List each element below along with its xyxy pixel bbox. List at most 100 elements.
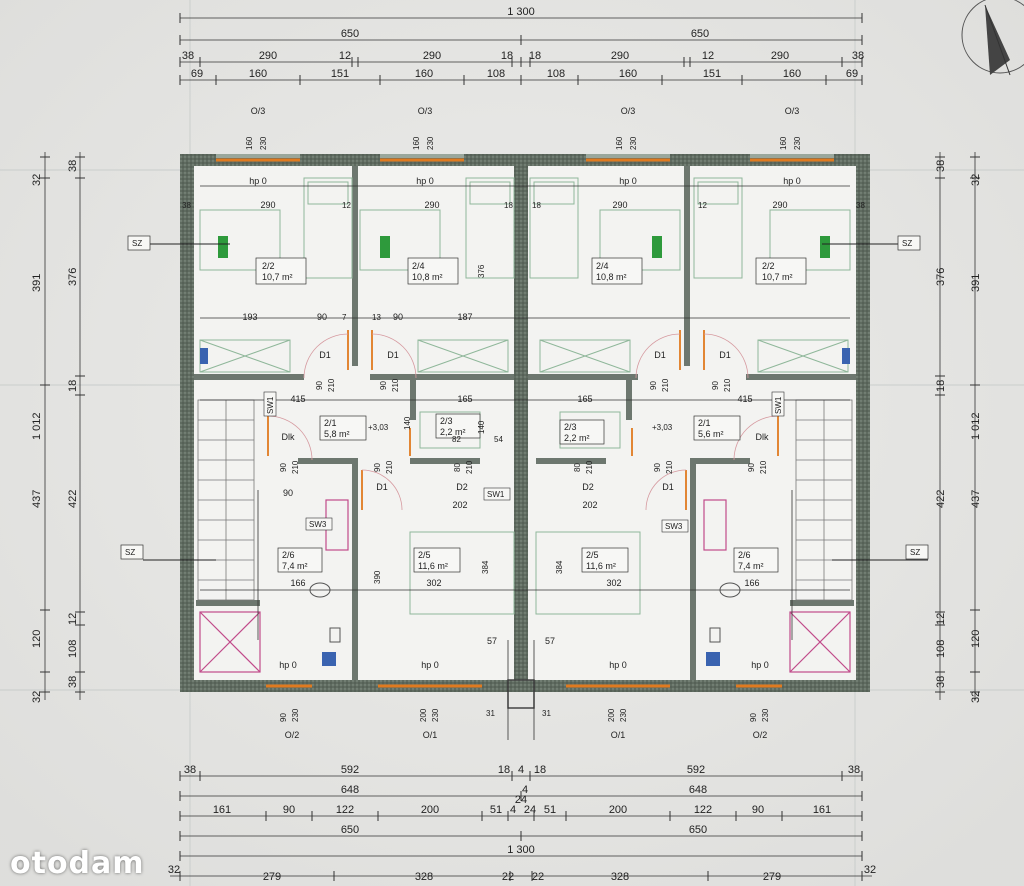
sw-tag: SW1 [774, 396, 783, 414]
dim-bottom: 22 [532, 871, 544, 883]
room-2-1-right: 2/1 5,6 m² [693, 415, 741, 441]
dim-bottom: 18 [534, 764, 546, 776]
dim-interior: 54 [494, 435, 503, 444]
door-height: 90 [373, 463, 382, 472]
window-tag: O/3 [251, 106, 266, 116]
dim-left: 1 012 [31, 412, 43, 440]
interior-annotations: hp 0 hp 0 hp 0 hp 0 hp 0 hp 0 hp 0 hp 0 … [120, 176, 929, 718]
window-dim: 90 [279, 713, 288, 722]
door-label: Dlk [756, 432, 769, 442]
door-height: 90 [747, 463, 756, 472]
dim-half-right: 650 [691, 28, 709, 40]
dim-interior: 302 [426, 578, 441, 588]
room-2-4-left: 2/4 10,8 m² [407, 257, 459, 285]
dim-right: 391 [970, 274, 982, 292]
room-area: 11,6 m² [586, 561, 616, 571]
dim-left: 12 [67, 613, 79, 625]
dim-interior: 12 [342, 201, 351, 210]
door-label: D1 [719, 350, 731, 360]
door-label: D1 [387, 350, 399, 360]
window-dim: 230 [259, 136, 268, 150]
dim-interior: 165 [577, 394, 592, 404]
dim-top: 290 [771, 50, 789, 62]
room-area: 11,6 m² [418, 561, 448, 571]
window-level: hp 0 [783, 176, 801, 186]
room-area: 5,6 m² [698, 429, 724, 439]
dim-right: 32 [970, 174, 982, 186]
door-height: 90 [649, 381, 658, 390]
dim-interior: 384 [481, 560, 490, 574]
door-height: 210 [385, 460, 394, 474]
dim-interior: 165 [457, 394, 472, 404]
door-height: 210 [723, 378, 732, 392]
door-height: 210 [391, 378, 400, 392]
dim-bottom: 592 [341, 764, 359, 776]
dim-bottom: 328 [415, 871, 433, 883]
dim-bottom: 24 [515, 794, 527, 806]
door-heights: 90 210 90 210 90 210 90 210 90 210 90 21… [279, 378, 768, 474]
window-dim: 160 [245, 136, 254, 150]
dim-left: 18 [67, 380, 79, 392]
door-label: D1 [319, 350, 331, 360]
room-id: 2/6 [738, 550, 751, 560]
top-dimensions [179, 13, 863, 85]
dim-interior: 38 [182, 201, 191, 210]
room-area: 10,8 m² [596, 272, 627, 282]
dim-right: 32 [970, 691, 982, 703]
door-height: 90 [315, 381, 324, 390]
window-dim: 90 [749, 713, 758, 722]
dim-total-width: 1 300 [507, 6, 535, 18]
door-height: 210 [585, 460, 594, 474]
dim-right: 1 012 [970, 412, 982, 440]
north-arrow-icon [961, 0, 1024, 76]
dim-interior: 38 [856, 201, 865, 210]
dim-left: 437 [31, 490, 43, 508]
room-id: 2/6 [282, 550, 295, 560]
window-dim: 160 [412, 136, 421, 150]
window-dim: 160 [615, 136, 624, 150]
dim-interior: 290 [260, 200, 275, 210]
dim-left: 391 [31, 274, 43, 292]
window-tag: O/2 [285, 730, 300, 740]
room-id: 2/2 [762, 261, 775, 271]
dim-right: 108 [935, 640, 947, 658]
dim-top: 69 [846, 68, 858, 80]
sw-tag: SW1 [487, 490, 505, 499]
dim-top: 160 [619, 68, 637, 80]
dim-bottom: 38 [848, 764, 860, 776]
room-2-2-left: 2/2 10,7 m² [255, 257, 307, 285]
dim-top: 18 [501, 50, 513, 62]
dim-bottom: 279 [263, 871, 281, 883]
dim-bottom: 51 [490, 804, 502, 816]
stairs-left [197, 399, 255, 601]
dim-right: 38 [935, 160, 947, 172]
window-dim: 200 [607, 708, 616, 722]
left-dimension-labels: 32 391 1 012 437 120 32 38 376 18 422 12… [31, 160, 79, 703]
dim-interior: 90 [317, 312, 327, 322]
dim-bottom: 328 [611, 871, 629, 883]
room-2-3-right: 2/3 2,2 m² [559, 419, 605, 445]
dim-top: 290 [611, 50, 629, 62]
dim-interior: 31 [542, 709, 551, 718]
dim-top: 18 [529, 50, 541, 62]
dim-bottom: 122 [694, 804, 712, 816]
dim-right: 38 [935, 676, 947, 688]
dim-left: 32 [31, 691, 43, 703]
dim-bottom: 4 [518, 764, 524, 776]
right-dimension-labels: 38 376 18 422 108 12 38 32 391 1 012 437… [935, 160, 982, 703]
door-label: D2 [456, 482, 468, 492]
door-height: 90 [711, 381, 720, 390]
window-dim: 230 [619, 708, 628, 722]
room-id: 2/3 [564, 422, 577, 432]
room-area: 10,7 m² [262, 272, 293, 282]
dim-bottom: 32 [864, 864, 876, 876]
dim-interior: 415 [290, 394, 305, 404]
window-level: hp 0 [279, 660, 297, 670]
dim-bottom: 650 [689, 824, 707, 836]
top-dimension-labels: 1 300 650 650 38 290 12 290 18 18 290 12… [182, 6, 864, 80]
dim-right: 422 [935, 490, 947, 508]
building [180, 154, 870, 740]
bottom-dimensions [170, 771, 872, 881]
dim-bottom: 592 [687, 764, 705, 776]
room-id: 2/1 [324, 418, 337, 428]
